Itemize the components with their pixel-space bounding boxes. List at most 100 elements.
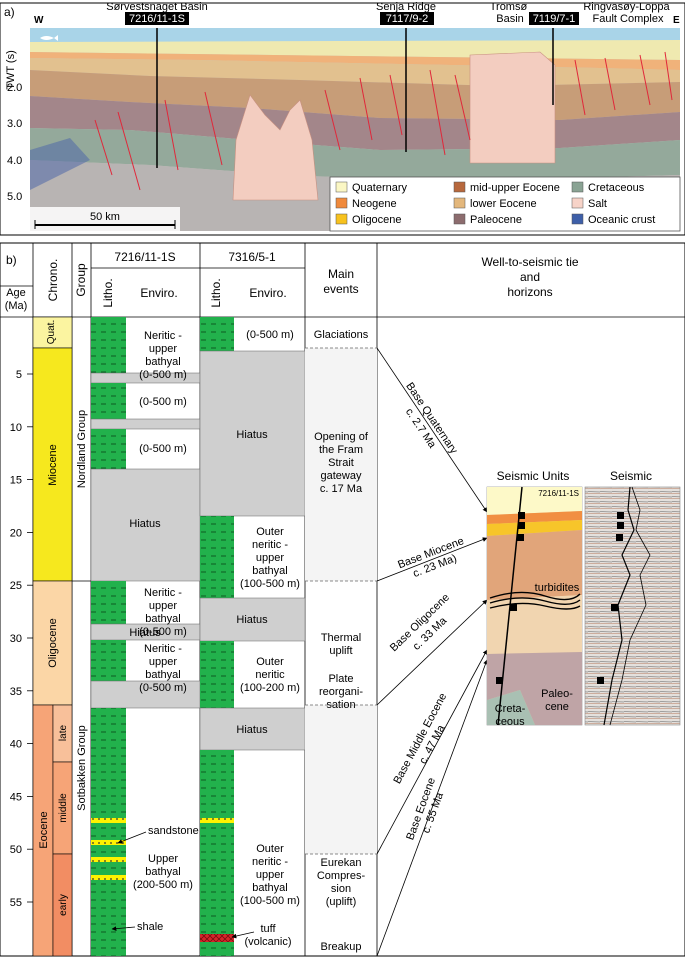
age-tick-label: 5 xyxy=(16,369,22,381)
w2-env-1: (0-500 m) xyxy=(246,329,294,341)
legend-label: mid-upper Eocene xyxy=(470,182,560,194)
w2-hiatus-1: Hiatus xyxy=(236,429,268,441)
place-ringvasoy: Ringvasøy-Loppa Fault Complex xyxy=(583,1,672,25)
group-nordland: Nordland Group xyxy=(76,410,88,488)
cretaceous-label: Creta-ceous xyxy=(495,703,526,728)
header-chrono: Chrono. xyxy=(46,259,60,302)
seismic-title: Seismic xyxy=(610,469,652,483)
legend-swatch xyxy=(335,197,348,209)
legend-label: Quaternary xyxy=(352,182,408,194)
fault-lines xyxy=(94,51,673,191)
w1-env-2: (0-500 m) xyxy=(139,396,187,408)
legend-label: Paleocene xyxy=(470,214,522,226)
age-tick-label: 45 xyxy=(10,791,22,803)
w1-hiatus-1: Hiatus xyxy=(129,518,161,530)
header-enviro-2: Enviro. xyxy=(249,286,286,300)
legend-swatch xyxy=(335,181,348,193)
w1-shale-label: shale xyxy=(137,921,163,933)
w1-env-3: (0-500 m) xyxy=(139,443,187,455)
age-tick-label: 55 xyxy=(10,897,22,909)
age-tick-label: 20 xyxy=(10,527,22,539)
panel-a: a) W E TWT (s) 2.0 3.0 4.0 5.0 xyxy=(0,1,685,236)
legend-label: Oceanic crust xyxy=(588,214,655,226)
legend-label: Salt xyxy=(588,198,607,210)
west-label: W xyxy=(34,15,44,26)
legend-label: Cretaceous xyxy=(588,182,645,194)
chrono-late: late xyxy=(58,725,69,742)
chrono-middle: middle xyxy=(58,793,69,823)
seismic-panel: Seismic xyxy=(584,469,681,726)
age-tick-label: 25 xyxy=(10,580,22,592)
panel-b: b) Age(Ma) Chrono. Group 7216/11-1S 7316… xyxy=(0,242,685,957)
header-enviro-1: Enviro. xyxy=(140,286,177,300)
legend-swatch xyxy=(571,181,584,193)
twt-tick-4: 4.0 xyxy=(7,155,22,167)
w1-hiatus-2: Hiatus xyxy=(129,627,161,639)
legend-label: Neogene xyxy=(352,198,397,210)
event-breakup: Breakup xyxy=(321,941,362,953)
legend-swatch xyxy=(453,181,466,193)
seismic-units-well: 7216/11-1S xyxy=(538,489,579,498)
w2-hiatus-3: Hiatus xyxy=(236,724,268,736)
chrono-eocene: Eocene xyxy=(38,811,50,848)
panel-b-label: b) xyxy=(6,253,17,267)
panel-a-label: a) xyxy=(4,5,15,19)
turbidites-label: turbidites xyxy=(535,582,580,594)
well-7117-label: 7117/9-2 xyxy=(386,13,429,25)
place-senja-ridge: Senja Ridge xyxy=(376,1,436,13)
horizon-lines xyxy=(376,347,488,957)
header-well2: 7316/5-1 xyxy=(228,250,276,264)
w1-sandstone-label: sandstone xyxy=(148,825,199,837)
place-sorvestsnaget: Sørvestsnaget Basin xyxy=(106,1,208,13)
legend-swatch xyxy=(453,197,466,209)
legend-swatch xyxy=(453,213,466,225)
age-tick-label: 10 xyxy=(10,422,22,434)
east-label: E xyxy=(673,15,680,26)
twt-tick-5: 5.0 xyxy=(7,191,22,203)
age-tick-label: 30 xyxy=(10,633,22,645)
header-age: Age(Ma) xyxy=(5,287,28,312)
legend-label: Oligocene xyxy=(352,214,402,226)
tromso-line2: Basin xyxy=(496,13,524,25)
age-tick-label: 40 xyxy=(10,739,22,751)
w2-tuff-label: tuff(volcanic) xyxy=(244,923,291,948)
legend-label: lower Eocene xyxy=(470,198,537,210)
w2-hiatus-2: Hiatus xyxy=(236,614,268,626)
header-litho-1: Litho. xyxy=(101,278,115,307)
tromso-line1: Tromsø xyxy=(490,1,528,13)
header-well1: 7216/11-1S xyxy=(114,250,175,264)
header-group: Group xyxy=(74,263,88,297)
ringvasoy-line1: Ringvasøy-Loppa xyxy=(583,1,670,13)
chrono-oligocene: Oligocene xyxy=(47,618,59,668)
chrono-quat: Quat. xyxy=(46,320,57,344)
age-tick-label: 15 xyxy=(10,475,22,487)
seismic-units-panel: Seismic Units 7216/11-1S turbidites Pale… xyxy=(486,469,583,728)
well-7216-label: 7216/11-1S xyxy=(129,13,185,25)
twt-tick-2: 2.0 xyxy=(7,82,22,94)
ringvasoy-line2: Fault Complex xyxy=(593,13,664,25)
twt-tick-3: 3.0 xyxy=(7,118,22,130)
twt-axis-label: TWT (s) xyxy=(5,50,17,90)
event-glaciations: Glaciations xyxy=(314,329,369,341)
chrono-column: Quat. Miocene Oligocene Eocene late midd… xyxy=(32,316,73,957)
header-litho-2: Litho. xyxy=(209,278,223,307)
paleocene-label: Paleo-cene xyxy=(541,688,573,713)
place-tromso-basin: Tromsø Basin xyxy=(490,1,531,25)
